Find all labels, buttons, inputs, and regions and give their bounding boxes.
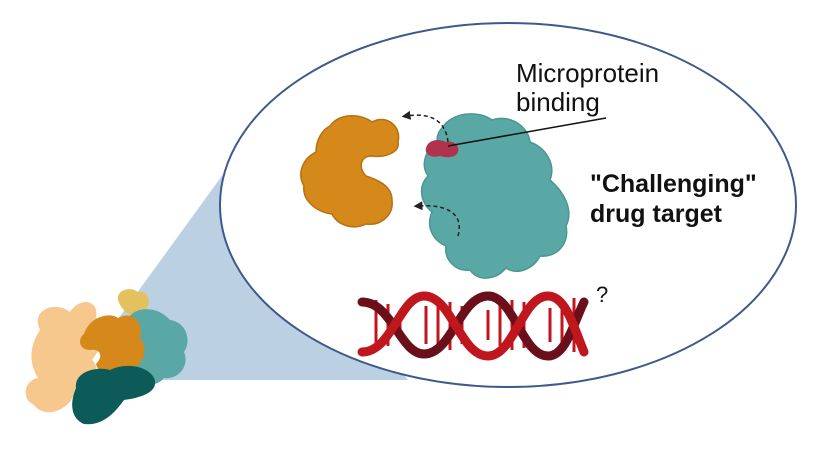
complex-dark-teal-protein <box>72 365 156 425</box>
dna-strand-dark <box>357 291 589 361</box>
complex-orange-protein <box>80 315 145 378</box>
complex-yellow-protein <box>117 289 149 316</box>
protein-complex <box>25 289 188 425</box>
teal-target-protein <box>420 113 570 279</box>
dashed-arrow-upper <box>401 110 449 143</box>
microprotein <box>425 140 459 158</box>
dna-question-mark: ? <box>596 282 608 307</box>
dna-helix <box>357 291 589 361</box>
dna-strand-red <box>357 291 589 361</box>
microprotein-label-line1: Microprotein <box>516 58 659 88</box>
microprotein-leader-line <box>447 117 607 147</box>
orange-protein <box>300 115 400 228</box>
microprotein-label-line2: binding <box>516 87 600 117</box>
drug-target-label-line1: "Challenging" <box>590 170 757 198</box>
drug-target-label-line2: drug target <box>590 200 723 228</box>
